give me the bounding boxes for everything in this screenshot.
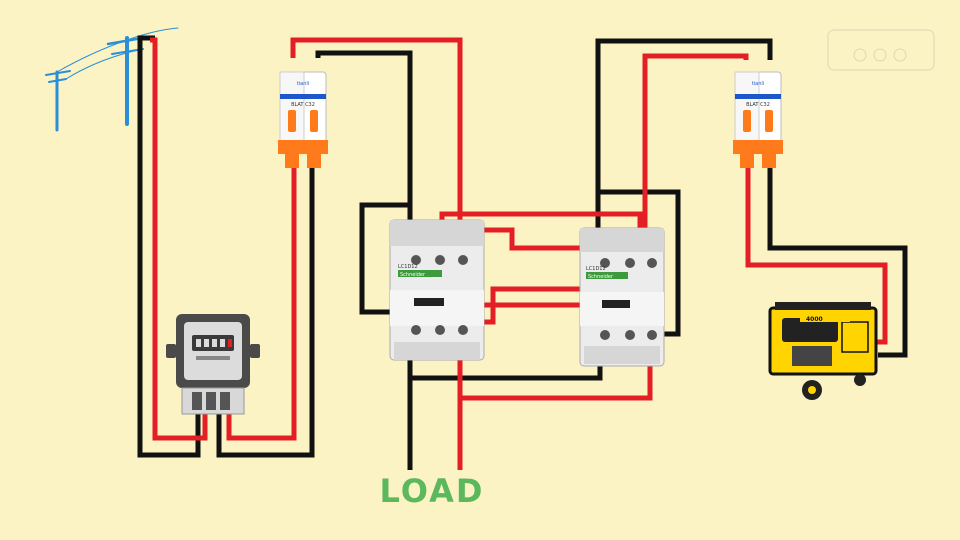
right-contactor-model: LC1D12 bbox=[586, 266, 606, 272]
left-contactor: LC1D12 Schneider bbox=[389, 219, 485, 361]
generator-badge: 4000 bbox=[806, 316, 823, 323]
generator-icon: 4000 bbox=[768, 302, 878, 400]
power-pole-icon bbox=[45, 27, 179, 132]
right-contactor: LC1D12 Schneider bbox=[579, 227, 665, 367]
left-circuit-breaker: tianli BLAT C32 bbox=[278, 71, 328, 168]
right-contactor-brand: Schneider bbox=[588, 274, 614, 280]
right-breaker-model: BLAT C32 bbox=[746, 102, 770, 108]
right-circuit-breaker: tianli BLAT C32 bbox=[733, 71, 783, 168]
left-contactor-brand: Schneider bbox=[400, 272, 426, 278]
left-breaker-model: BLAT C32 bbox=[291, 102, 315, 108]
neutral-wires bbox=[137, 35, 908, 470]
energy-meter bbox=[166, 314, 260, 415]
load-label: LOAD bbox=[380, 472, 485, 510]
left-breaker-brand: tianli bbox=[297, 81, 309, 87]
watermark-logo bbox=[827, 29, 935, 71]
left-contactor-model: LC1D12 bbox=[398, 264, 418, 270]
right-breaker-brand: tianli bbox=[752, 81, 764, 87]
